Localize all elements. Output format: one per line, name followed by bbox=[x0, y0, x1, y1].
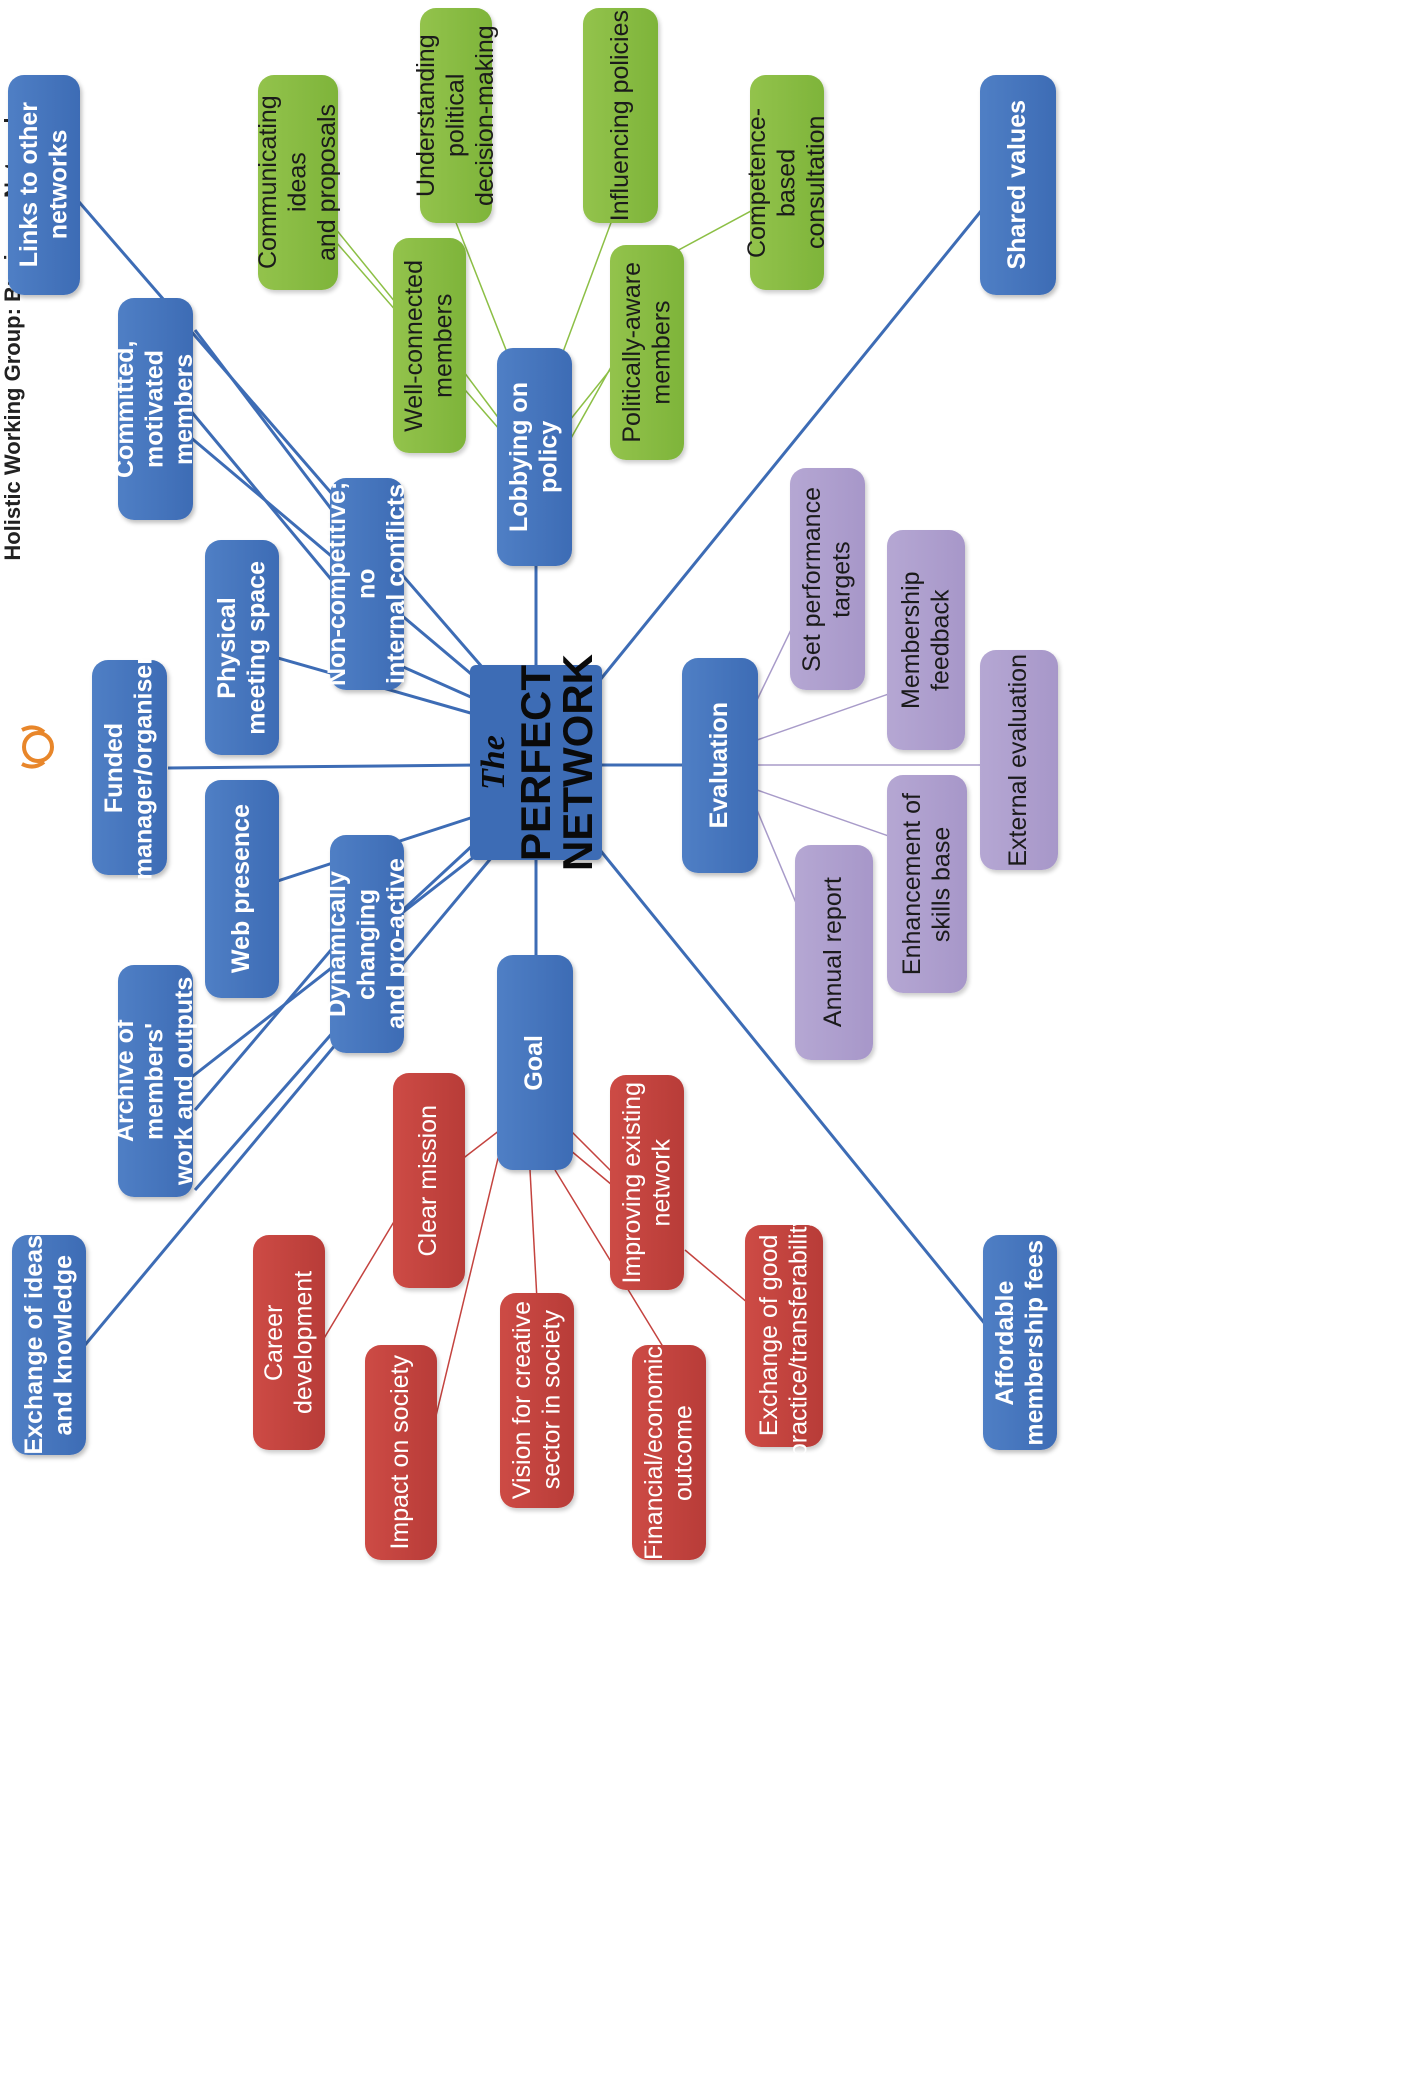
node-understanding-political: Understanding political decision-making bbox=[412, 8, 499, 223]
center-prefix: The bbox=[475, 735, 512, 790]
connector-line bbox=[529, 1169, 538, 1301]
node-label: Web presence bbox=[227, 804, 256, 974]
node-committed-motivated-members: Committed, motivated members bbox=[111, 298, 198, 520]
node-lobbying-on-policy: Lobbying on policy bbox=[497, 348, 572, 566]
connector-line bbox=[559, 219, 613, 361]
connector-line bbox=[569, 359, 616, 441]
node-label: Vision for creative sector in society bbox=[507, 1301, 566, 1500]
node-financial-economic-outcome: Financial/economic outcome bbox=[632, 1345, 706, 1560]
node-physical-meeting-space: Physical meeting space bbox=[205, 540, 279, 755]
node-label: Impact on society bbox=[386, 1355, 415, 1550]
node-funded-manager: Funded manager/organiser bbox=[92, 655, 167, 880]
center-title-line2: NETWORK bbox=[554, 654, 601, 871]
node-label: Well-connected members bbox=[400, 259, 458, 432]
node-label: Communicating ideas and proposals bbox=[253, 95, 341, 270]
node-well-connected-members: Well-connected members bbox=[393, 238, 466, 453]
node-label: Politically-aware members bbox=[617, 262, 676, 443]
connector-line bbox=[598, 199, 992, 681]
node-label: Exchange of good practice/transferabilit… bbox=[754, 1214, 813, 1458]
connector-line bbox=[167, 763, 481, 770]
node-label: Evaluation bbox=[705, 702, 734, 829]
node-label: Archive of members' work and outputs bbox=[111, 976, 199, 1186]
connector-line bbox=[454, 219, 511, 361]
node-shared-values: Shared values bbox=[980, 75, 1056, 295]
connector-line bbox=[598, 849, 992, 1331]
node-improving-existing-network: Improving existing network bbox=[610, 1075, 684, 1290]
node-annual-report: Annual report bbox=[795, 845, 873, 1060]
connector-line bbox=[756, 689, 901, 741]
node-label: Enhancement of skills base bbox=[897, 792, 956, 976]
node-label: Financial/economic outcome bbox=[639, 1345, 698, 1560]
connector-line bbox=[319, 1219, 396, 1346]
node-vision-for-creative-sector: Vision for creative sector in society bbox=[500, 1293, 574, 1508]
node-label: Dynamically changing and pro-active bbox=[322, 858, 410, 1030]
node-label: Links to other networks bbox=[14, 102, 73, 268]
organisation-logo-icon bbox=[21, 725, 54, 769]
node-label: Funded manager/organiser bbox=[100, 654, 158, 881]
node-influencing-policies: Influencing policies bbox=[583, 8, 658, 223]
connector-line bbox=[434, 1149, 501, 1421]
node-label: External evaluation bbox=[1004, 653, 1033, 867]
node-exchange-of-ideas: Exchange of ideas and knowledge bbox=[12, 1235, 86, 1455]
node-competence-based-consultation: Competence-based consultation bbox=[743, 75, 830, 290]
node-label: Set performance targets bbox=[798, 486, 856, 672]
node-label: Understanding political decision-making bbox=[411, 25, 499, 206]
node-goal: Goal bbox=[497, 955, 573, 1170]
node-impact-on-society: Impact on society bbox=[365, 1345, 437, 1560]
node-web-presence: Web presence bbox=[205, 780, 279, 998]
node-clear-mission: Clear mission bbox=[393, 1073, 465, 1288]
node-label: Influencing policies bbox=[605, 9, 634, 222]
node-label: Exchange of ideas and knowledge bbox=[19, 1235, 78, 1455]
node-dynamically-changing: Dynamically changing and pro-active bbox=[323, 835, 410, 1053]
node-label: Annual report bbox=[819, 877, 848, 1028]
node-set-performance-targets: Set performance targets bbox=[790, 468, 865, 690]
node-non-competitive: Non-competitive; no internal conflicts bbox=[323, 478, 410, 690]
node-exchange-of-good-practice: Exchange of good practice/transferabilit… bbox=[745, 1214, 823, 1458]
center-title-line1: PERFECT bbox=[512, 664, 559, 861]
node-label: Lobbying on policy bbox=[505, 382, 563, 532]
node-archive-of-members: Archive of members' work and outputs bbox=[111, 965, 198, 1197]
node-label: Committed, motivated members bbox=[111, 340, 199, 478]
node-membership-feedback: Membership feedback bbox=[887, 530, 965, 750]
node-enhancement-of-skills: Enhancement of skills base bbox=[887, 775, 967, 993]
node-external-evaluation: External evaluation bbox=[980, 650, 1058, 870]
node-label: Improving existing network bbox=[617, 1081, 676, 1284]
node-label: Goal bbox=[520, 1034, 549, 1091]
node-label: Career development bbox=[259, 1270, 318, 1415]
node-label: Membership feedback bbox=[896, 571, 955, 709]
node-affordable-membership-fees: Affordable membership fees bbox=[983, 1235, 1057, 1450]
node-label: Clear mission bbox=[414, 1104, 443, 1257]
center-node-perfect-network: The PERFECT NETWORK bbox=[470, 654, 602, 871]
connector-line bbox=[58, 179, 504, 691]
connector-line bbox=[756, 789, 901, 841]
node-label: Affordable membership fees bbox=[990, 1239, 1049, 1446]
node-label: Shared values bbox=[1003, 100, 1032, 270]
node-label: Competence-based consultation bbox=[742, 107, 830, 258]
node-label: Non-competitive; no internal conflicts bbox=[322, 481, 410, 687]
node-communicating-ideas: Communicating ideas and proposals bbox=[254, 75, 341, 290]
node-links-to-other-networks: Links to other networks bbox=[8, 75, 80, 295]
node-evaluation: Evaluation bbox=[682, 658, 758, 873]
node-label: Physical meeting space bbox=[212, 560, 271, 735]
node-career-development: Career development bbox=[253, 1235, 325, 1450]
node-politically-aware-members: Politically-aware members bbox=[610, 245, 684, 460]
connector-line bbox=[83, 844, 504, 1346]
